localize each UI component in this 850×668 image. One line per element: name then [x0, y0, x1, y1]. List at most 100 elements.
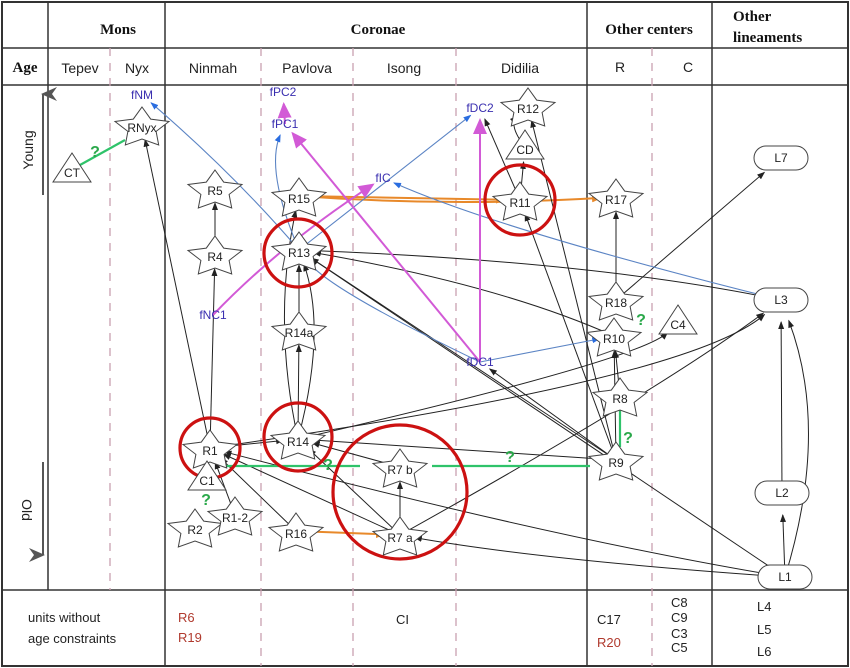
node-label: R1 [202, 444, 218, 458]
node-r14: R14 [269, 420, 327, 460]
edge-R11-to-fDC2 [484, 118, 521, 201]
uncertain-link [79, 139, 126, 166]
node-label: R8 [612, 392, 628, 406]
node-label: CT [64, 166, 81, 180]
footer-ninmah-2: R19 [178, 630, 202, 645]
uncertain-marker: ? [323, 457, 333, 474]
node-fnc1: fNC1 [199, 308, 227, 322]
edge-fDC1-to-R13 [307, 261, 481, 363]
node-label: fNC1 [199, 308, 227, 322]
node-label: R13 [288, 246, 310, 260]
footer-c-1: C8 [671, 595, 688, 610]
star-icon [181, 429, 239, 469]
edge-R15-to-R11 [298, 195, 507, 204]
footer-c-2: C9 [671, 610, 688, 625]
node-l3: L3 [753, 287, 809, 313]
edge-R13-to-fNM [150, 102, 300, 251]
node-label: C1 [199, 474, 215, 488]
node-l1: L1 [757, 564, 813, 590]
column-isong: Isong [387, 60, 421, 76]
highlight-circles [178, 163, 557, 561]
edge-fPC1-to-fPC2 [277, 101, 292, 125]
node-label: R2 [187, 523, 203, 537]
star-icon [587, 178, 645, 218]
star-icon [270, 311, 328, 351]
column-didilia: Didilia [501, 60, 539, 76]
node-r14a: R14a [270, 311, 328, 351]
pill-shape [753, 145, 809, 171]
node-r16: R16 [267, 512, 325, 552]
uncertain-marker: ? [623, 430, 633, 447]
highlight-circle [262, 217, 334, 289]
header-coronae: Coronae [351, 22, 406, 38]
node-r17: R17 [587, 178, 645, 218]
star-icon [269, 420, 327, 460]
star-icon [591, 377, 649, 417]
edge-L1-to-R7a [413, 535, 786, 578]
node-label: R11 [509, 196, 530, 210]
uncertain-marker: ? [90, 144, 100, 161]
star-icon [491, 181, 549, 221]
unit-nodes: CTRNyxfNMR5R4fNC1fPC2fPC1R15R13R14afICfD… [52, 85, 813, 590]
node-label: R7 b [387, 463, 413, 477]
node-label: fPC2 [270, 85, 297, 99]
star-icon [585, 317, 643, 357]
node-label: R1-2 [222, 511, 248, 525]
footer-c-3: C3 [671, 626, 688, 641]
triangle-icon [658, 304, 698, 335]
node-r7a: R7 a [371, 516, 429, 556]
star-icon [186, 169, 244, 209]
edge-R1-to-RNyx [143, 138, 211, 449]
node-cd: CD [505, 129, 545, 160]
footer-label-line1: units without [28, 610, 101, 625]
edge-L1-to-L3 [784, 319, 809, 578]
highlight-circle [331, 423, 469, 561]
node-label: L7 [774, 151, 788, 165]
edge-R16-to-R1 [220, 457, 297, 532]
node-label: RNyx [127, 121, 156, 135]
age-axis: Young Old [19, 87, 57, 562]
node-r8: R8 [591, 377, 649, 417]
star-icon [113, 106, 171, 146]
node-label: R4 [207, 250, 223, 264]
star-icon [206, 496, 264, 536]
node-label: R12 [517, 102, 539, 116]
footer-lineament-2: L5 [757, 622, 771, 637]
node-label: R16 [285, 527, 307, 541]
highlight-circle [262, 401, 334, 473]
pill-shape [753, 287, 809, 313]
node-label: fIC [375, 171, 391, 185]
footer-label-line2: age constraints [28, 631, 117, 646]
footer-lineament-3: L6 [757, 644, 771, 659]
node-fnm: fNM [131, 88, 153, 102]
node-ct: CT [52, 152, 92, 183]
star-icon [166, 508, 224, 548]
edge-R9-to-R12 [530, 119, 617, 461]
edge-R9-to-R14 [311, 437, 617, 461]
column-c: C [683, 59, 693, 75]
edge-L2-to-L3 [778, 321, 785, 494]
node-r1-2: R1-2 [206, 496, 264, 536]
edge-fDC1-to-R10 [479, 337, 601, 363]
footer-lineament-1: L4 [757, 599, 771, 614]
node-fdc2: fDC2 [466, 101, 494, 115]
node-c4: C4 [658, 304, 698, 335]
footer-ninmah-1: R6 [178, 610, 195, 625]
column-tepev: Tepev [61, 60, 98, 76]
column-age: Age [13, 60, 38, 76]
star-icon [587, 441, 645, 481]
node-label: CD [516, 143, 534, 157]
node-label: R17 [605, 193, 627, 207]
edge-R9-to-R13 [310, 257, 617, 461]
edge-R13-to-fPC1 [274, 134, 300, 251]
edge-L1-to-R1 [223, 450, 786, 578]
pill-shape [757, 564, 813, 590]
node-label: R14a [285, 326, 314, 340]
node-r15: R15 [270, 177, 328, 217]
triangle-icon [505, 129, 545, 160]
edge-R13-to-fDC2 [298, 114, 472, 251]
node-label: R15 [288, 192, 310, 206]
node-r12: R12 [499, 87, 557, 127]
triangle-icon [52, 152, 92, 183]
node-r4: R4 [186, 235, 244, 275]
